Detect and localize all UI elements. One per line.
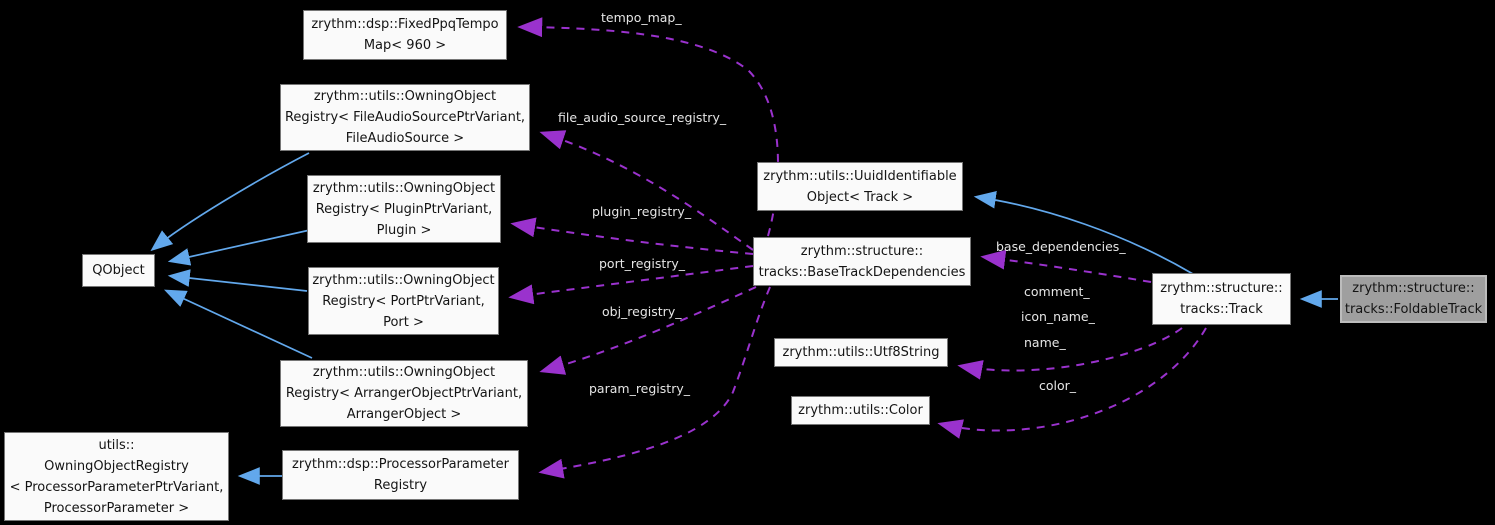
node-label-line: zrythm::utils::OwningObject [312,272,495,288]
node-label-line: Registry [373,478,428,493]
node-label-line: zrythm::structure:: [1160,281,1283,296]
edge-base-dependencies [980,249,1152,283]
node-plugin-registry[interactable]: zrythm::utils::OwningObject Registry< Pl… [307,175,501,243]
node-label-line: zrythm::utils::OwningObject [313,89,497,104]
node-label-line: zrythm::utils::OwningObject [312,180,496,196]
node-utils-owningobjectregistry[interactable]: utils:: OwningObjectRegistry < Processor… [4,432,229,521]
node-arrangerobject-registry[interactable]: zrythm::utils::OwningObject Registry< Ar… [280,360,528,427]
node-label-line: Registry< ArrangerObjectPtrVariant, [285,386,523,401]
node-label-line: zrythm::structure:: [1352,281,1475,296]
node-label-line: Registry< PortPtrVariant, [322,293,485,309]
edge-obj-registry [539,286,757,375]
edge-label-tempo-map: tempo_map_ [601,10,682,25]
node-label-line: tracks::FoldableTrack [1344,302,1483,317]
node-label-line: Port > [383,314,424,330]
node-processorparameter-registry[interactable]: zrythm::dsp::ProcessorParameter Registry [282,450,519,500]
node-port-registry[interactable]: zrythm::utils::OwningObject Registry< Po… [308,267,499,335]
node-label-line: FileAudioSource > [345,131,465,146]
node-color[interactable]: zrythm::utils::Color [791,396,930,425]
node-label-line: zrythm::utils::UuidIdentifiable [763,168,957,184]
node-uuididentifiableobject[interactable]: zrythm::utils::UuidIdentifiable Object< … [757,162,963,211]
edge-label-color: color_ [1039,378,1077,393]
node-label-line: Map< 960 > [363,38,447,53]
node-label-line: ProcessorParameter > [43,500,190,516]
node-label-line: OwningObjectRegistry [44,458,189,474]
node-label-line: Registry< FileAudioSourcePtrVariant, [284,110,526,125]
node-track[interactable]: zrythm::structure:: tracks::Track [1152,273,1291,325]
node-basetrackdependencies[interactable]: zrythm::structure:: tracks::BaseTrackDep… [753,237,971,286]
node-qobject[interactable]: QObject [82,254,155,287]
node-label-line: tracks::Track [1180,302,1263,317]
edge-portregistry-to-qobject [167,269,308,292]
node-fixedppqtempomap[interactable]: zrythm::dsp::FixedPpqTempo Map< 960 > [303,10,507,60]
edge-label-port-registry: port_registry_ [599,256,686,271]
edge-label-comment: comment_ [1024,284,1090,299]
node-label-line: Registry< PluginPtrVariant, [315,201,493,217]
node-label-line: Object< Track > [806,189,914,205]
edge-color [937,327,1207,439]
node-label-line: zrythm::utils::OwningObject [312,365,496,380]
node-fileaudiosource-registry[interactable]: zrythm::utils::OwningObject Registry< Fi… [280,84,530,151]
edge-label-base-dependencies: base_dependencies_ [996,239,1126,254]
node-label-line: zrythm::utils::Utf8String [782,345,940,360]
edge-label-param-registry: param_registry_ [589,381,690,396]
node-label-line: tracks::BaseTrackDependencies [758,264,966,280]
node-label-line: utils:: [98,437,135,453]
edge-port-registry [508,265,754,305]
node-label-line: zrythm::structure:: [800,243,924,259]
node-foldabletrack[interactable]: zrythm::structure:: tracks::FoldableTrac… [1340,275,1487,323]
edge-fileaudioregistry-to-qobject [150,152,310,252]
edge-label-icon-name: icon_name_ [1021,309,1095,324]
node-utf8string[interactable]: zrythm::utils::Utf8String [774,338,948,367]
edge-label-file-audio-source-registry: file_audio_source_registry_ [558,110,727,125]
edge-label-name: name_ [1024,335,1066,350]
node-label-line: QObject [92,263,145,278]
edge-file-audio-source-registry [539,130,754,251]
node-label-line: < ProcessorParameterPtrVariant, [9,479,224,495]
edge-plugin-registry [510,217,754,255]
edge-pluginregistry-to-qobject [167,229,311,266]
node-label-line: Plugin > [376,222,432,238]
edge-param-registry [538,286,771,479]
node-label-line: zrythm::utils::Color [798,403,923,418]
node-label-line: ArrangerObject > [346,407,462,422]
edge-track-to-uuididentifiable [973,190,1194,275]
edge-name-comment-icon [957,327,1183,380]
edge-label-obj-registry: obj_registry_ [602,304,682,319]
node-label-line: zrythm::dsp::FixedPpqTempo [311,17,499,32]
edge-arrangerregistry-to-qobject [163,289,313,359]
node-label-line: zrythm::dsp::ProcessorParameter [292,457,509,472]
edge-label-plugin-registry: plugin_registry_ [592,204,692,219]
